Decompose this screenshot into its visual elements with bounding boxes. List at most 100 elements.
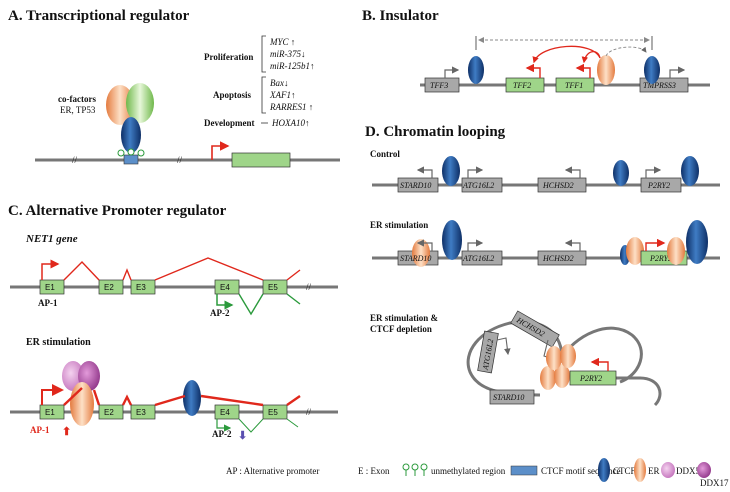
ap1-arrow-bottom xyxy=(41,384,64,405)
ctcf-protein-c xyxy=(183,380,201,416)
er-activation-curve-tff1 xyxy=(581,51,601,64)
gene-box-atg16l2-loop: ATG16L2 xyxy=(477,330,499,374)
exon-label-e5-bottom: E5 xyxy=(268,408,278,417)
splicing-ap1-bottom xyxy=(63,387,301,407)
er-blocked-curve xyxy=(605,46,647,57)
break-mark-c2: // xyxy=(306,407,312,417)
gene-label-p2ry2-er: P2RY2 xyxy=(649,254,672,263)
development-label: Development xyxy=(204,118,255,128)
tff2-arrow xyxy=(525,63,541,78)
cofactors-list: ER, TP53 xyxy=(60,105,96,115)
er-activation-curve-tff2 xyxy=(532,45,601,64)
panel-d-title: D. Chromatin looping xyxy=(365,124,506,140)
legend-unmeth-icon xyxy=(402,463,428,476)
exon-e1-bottom xyxy=(39,404,65,420)
er-stim-label-c: ER stimulation xyxy=(26,337,91,348)
stard10-arrow-er xyxy=(416,239,433,251)
exon-e1-top xyxy=(39,279,65,295)
proliferation-bracket xyxy=(261,35,266,73)
break-mark-a2: // xyxy=(177,155,183,165)
target-gene-box xyxy=(231,152,291,168)
gene-label-stard10-control: STARD10 xyxy=(400,181,431,190)
dev-gene: HOXA10↑ xyxy=(271,118,310,128)
apop-gene-2: XAF1↑ xyxy=(269,90,296,100)
loop-dna-tail xyxy=(570,376,662,407)
exon-e3-bottom xyxy=(130,404,156,420)
legend-ddx5-swatch xyxy=(661,462,675,478)
gene-label-stard10-loop: STARD10 xyxy=(493,393,524,402)
break-mark-a1: // xyxy=(72,155,78,165)
gene-box-stard10-control xyxy=(397,177,439,193)
exon-label-e4-top: E4 xyxy=(220,283,230,292)
tff1-arrow xyxy=(575,63,591,78)
legend-ctcf: CTCF xyxy=(613,466,636,476)
gene-label-hchsd2-control: HCHSD2 xyxy=(542,181,574,190)
panel-a-title: A. Transcriptional regulator xyxy=(8,8,190,24)
ap1-arrow-top xyxy=(41,259,60,280)
ctcf-d-control-mid xyxy=(613,160,629,186)
ap2-down-arrow: ⬇ xyxy=(238,430,247,442)
ap1-up-arrow: ⬆ xyxy=(62,426,71,438)
splicing-ap2-top xyxy=(238,293,301,316)
exon-label-e5-top: E5 xyxy=(268,283,278,292)
er-d-p2ry2-right xyxy=(667,237,685,265)
depletion-label-1: ER stimulation & xyxy=(370,313,439,323)
er-loop-3 xyxy=(546,346,562,370)
gene-box-tff2 xyxy=(505,77,545,93)
legend-er-swatch xyxy=(634,458,646,482)
prolif-gene-2: miR-375↓ xyxy=(270,49,306,59)
legend-ap: AP : Alternative promoter xyxy=(226,466,319,476)
ap1-label-bottom: AP-1 xyxy=(30,425,50,435)
legend-exon: E : Exon xyxy=(358,466,390,476)
gene-box-tff1 xyxy=(555,77,595,93)
ap2-arrow-top xyxy=(216,294,234,310)
exon-boxes-top xyxy=(39,279,288,295)
exon-label-e2-top: E2 xyxy=(104,283,114,292)
dashed-arrowhead-left xyxy=(478,37,484,43)
control-label: Control xyxy=(370,149,400,159)
exon-label-e1-top: E1 xyxy=(45,283,55,292)
legend-er: ER xyxy=(648,466,660,476)
p2ry2-arrow-er xyxy=(645,238,666,251)
proliferation-label: Proliferation xyxy=(204,52,253,62)
ctcf-d-control-right xyxy=(681,156,699,186)
hchsd2-arrow-er xyxy=(564,239,581,251)
ap2-label-top: AP-2 xyxy=(210,308,230,318)
net1-gene-title: NET1 gene xyxy=(25,233,78,245)
er-b xyxy=(597,55,615,85)
gene-label-p2ry2-loop: P2RY2 xyxy=(579,374,602,383)
gene-label-stard10-er: STARD10 xyxy=(400,254,431,263)
ctcf-d-er-right xyxy=(686,220,708,264)
gene-box-hchsd2-er xyxy=(537,250,587,266)
gene-box-tff3 xyxy=(424,77,460,93)
p2ry2-arrow-control xyxy=(645,166,662,178)
prolif-gene-3: miR-125b1↑ xyxy=(270,61,315,71)
atg16l2-arrow-loop xyxy=(496,337,511,356)
exon-label-e4-bottom: E4 xyxy=(220,408,230,417)
apoptosis-label: Apoptosis xyxy=(213,90,252,100)
splicing-ap2-bottom xyxy=(238,418,299,433)
ctcf-b-left xyxy=(468,56,484,84)
dashed-arrowhead-right xyxy=(644,37,650,43)
unmethylated-region-icon xyxy=(117,148,145,157)
er-stim-label-d: ER stimulation xyxy=(370,220,428,230)
depletion-label-2: CTCF depletion xyxy=(370,324,432,334)
gene-label-tmprss3: TMPRSS3 xyxy=(643,81,676,90)
p2ry2-arrow-loop xyxy=(590,357,609,371)
ap2-arrow-bottom xyxy=(216,419,232,432)
gene-label-tff2: TFF2 xyxy=(513,81,531,90)
legend-ddx5: DDX5 xyxy=(676,466,700,476)
er-loop-1 xyxy=(540,366,556,390)
legend-ctcf-motif: CTCF motif sequence xyxy=(541,466,621,476)
exon-e5-top xyxy=(262,279,288,295)
panel-d: D. Chromatin looping Control STARD10 ATG… xyxy=(365,124,720,407)
exon-e2-bottom xyxy=(98,404,124,420)
gene-label-tff3: TFF3 xyxy=(430,81,448,90)
stard10-arrow-control xyxy=(416,166,433,178)
panel-a: A. Transcriptional regulator co-factors … xyxy=(8,8,340,168)
tmprss3-arrow xyxy=(669,66,686,78)
er-protein-icon xyxy=(106,85,134,125)
hchsd2-arrow-control xyxy=(564,166,581,178)
legend-unmeth: unmethylated region xyxy=(431,466,506,476)
gene-box-atg16l2-control xyxy=(461,177,503,193)
